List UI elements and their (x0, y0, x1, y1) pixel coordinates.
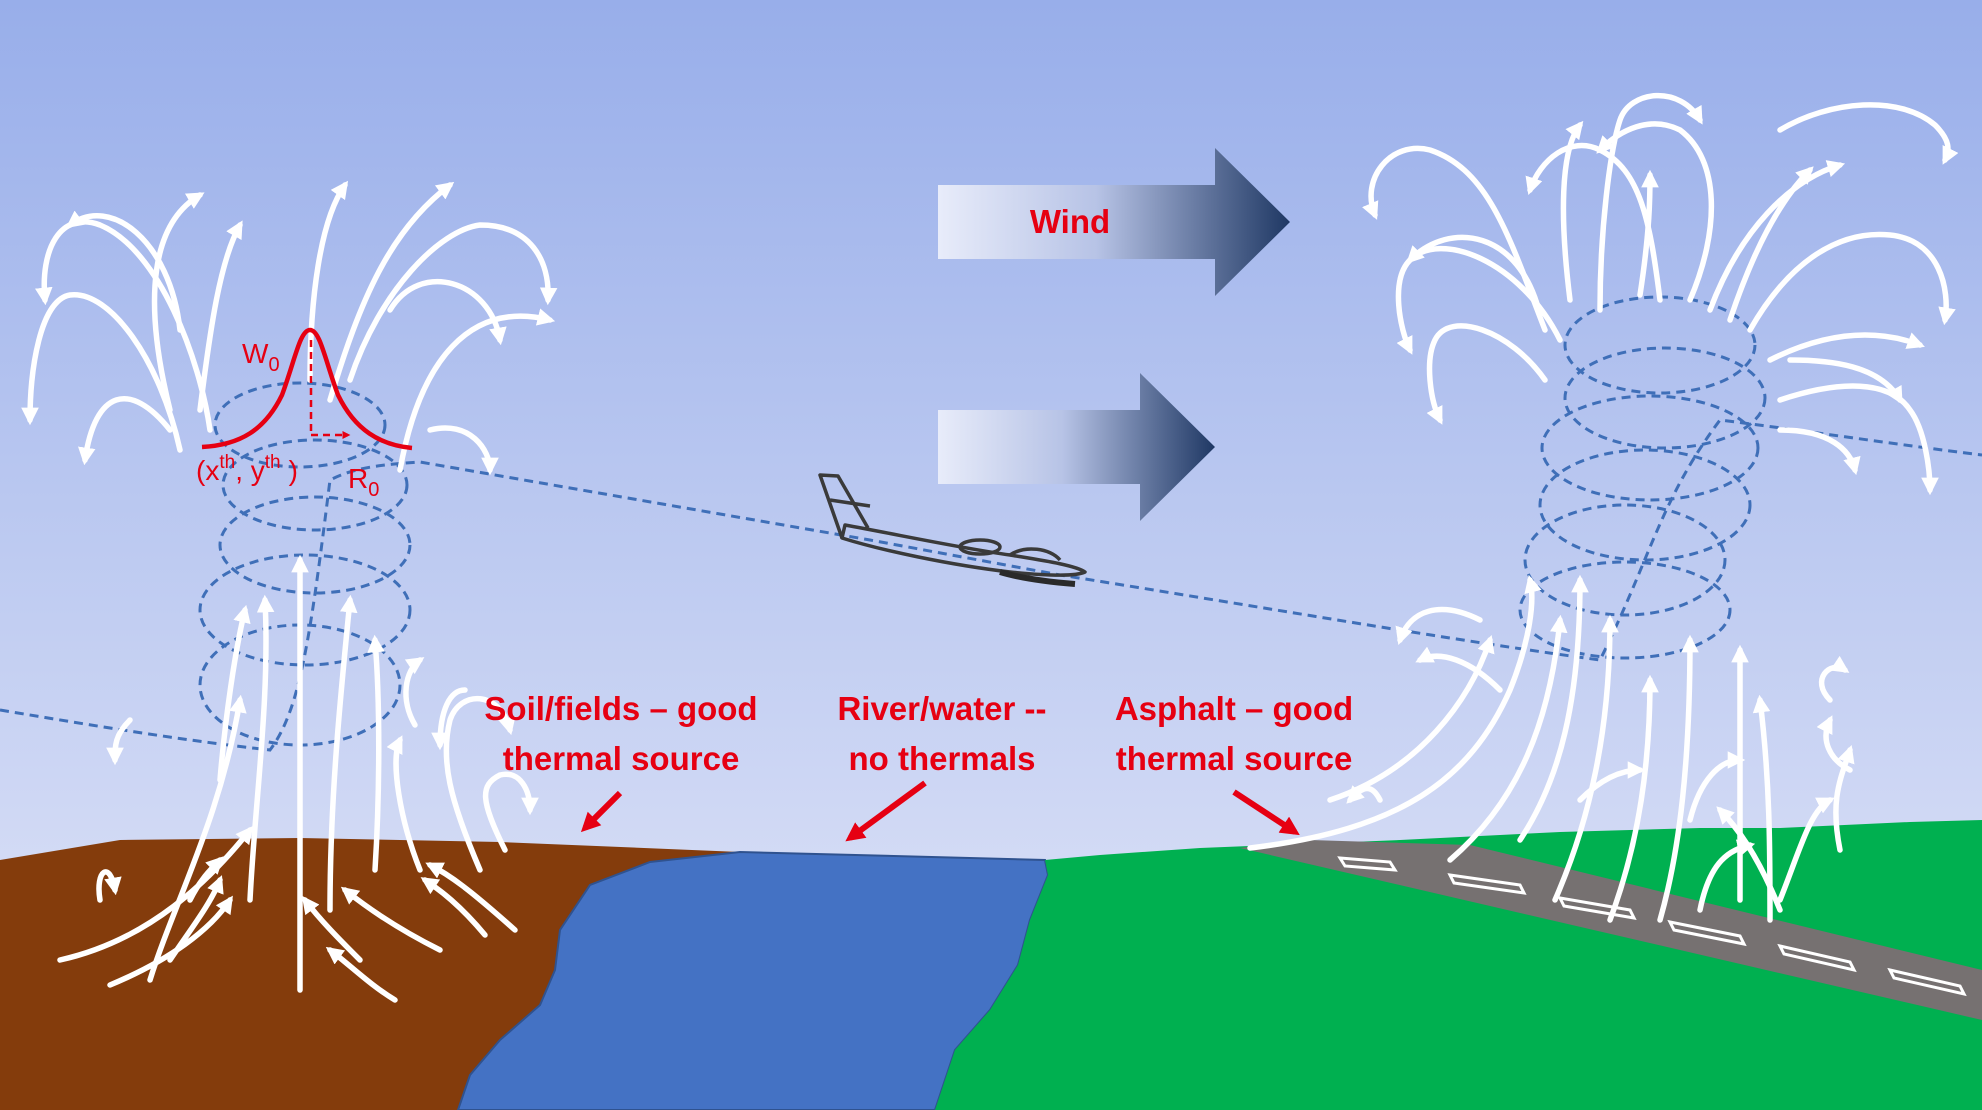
curved-arrow-icon (1767, 332, 1925, 363)
asphalt-pointer-arrow (1232, 789, 1300, 836)
curved-arrow-icon (1346, 785, 1383, 804)
block-arrow-right-icon (938, 373, 1215, 521)
curved-arrow-icon (1517, 574, 1589, 843)
thermal-center-label: (xth, yth) (196, 452, 298, 486)
asphalt-label-line1: Asphalt – good (1115, 690, 1353, 727)
curved-arrow-icon (1596, 121, 1715, 303)
curved-arrow-icon (21, 292, 183, 453)
curved-arrow-icon (197, 220, 243, 413)
curved-arrow-icon (1577, 761, 1646, 803)
curved-arrow-icon (167, 875, 224, 963)
left-thermal-flow (21, 180, 558, 1003)
curved-arrow-icon (1657, 634, 1699, 923)
wind-arrows: Wind (938, 148, 1290, 521)
curved-arrow-icon (247, 594, 275, 903)
curved-arrow-icon (443, 695, 516, 873)
river-label-line2: no thermals (848, 740, 1035, 777)
curved-arrow-icon (1816, 715, 1853, 773)
curved-arrow-icon (1597, 92, 1703, 313)
curved-arrow-icon (1777, 427, 1861, 476)
curved-arrow-icon (1787, 357, 1903, 405)
curved-arrow-icon (1395, 606, 1483, 646)
curved-arrow-icon (1560, 120, 1584, 303)
curved-arrow-icon (427, 425, 499, 476)
curved-arrow-icon (1752, 694, 1773, 923)
glider-fuselage (840, 523, 1087, 577)
curved-arrow-icon (1727, 166, 1814, 323)
curved-arrow-icon (386, 735, 423, 873)
curved-arrow-icon (151, 192, 205, 413)
curved-arrow-icon (1833, 744, 1855, 853)
soil-field (0, 838, 740, 1110)
asphalt-label-line2: thermal source (1116, 740, 1353, 777)
flight-path (0, 418, 1982, 752)
curved-arrow-icon (187, 856, 224, 903)
glider-cockpit (1009, 547, 1062, 562)
gaussian-profile: W0 R0 (xth, yth) (196, 327, 413, 501)
curved-arrow-icon (403, 657, 425, 728)
curved-arrow-icon (325, 946, 398, 1003)
curved-arrow-icon (35, 219, 213, 433)
glider-icon (818, 473, 1087, 587)
curved-arrow-icon (217, 604, 251, 783)
w0-label: W0 (242, 338, 280, 376)
curved-arrow-icon (1687, 751, 1746, 823)
river-pointer-arrow (845, 780, 927, 842)
curved-arrow-icon (106, 717, 133, 766)
curved-arrow-icon (367, 634, 385, 873)
runway-markings (1337, 856, 1967, 997)
curved-arrow-icon (1697, 839, 1756, 913)
curved-arrow-icon (397, 308, 556, 473)
curved-arrow-icon (431, 687, 468, 751)
gaussian-curve (201, 327, 413, 451)
block-arrow-right-icon (938, 148, 1290, 296)
glider-wing (999, 569, 1076, 587)
curved-arrow-icon (327, 181, 455, 403)
curved-arrow-icon (420, 877, 488, 938)
curved-arrow-icon (96, 869, 122, 903)
curved-arrow-icon (1777, 102, 1959, 165)
curved-arrow-icon (78, 396, 173, 466)
glider-wing-root (958, 538, 1002, 556)
curved-arrow-icon (1415, 646, 1503, 693)
curved-arrow-icon (65, 210, 183, 333)
curved-arrow-icon (57, 825, 254, 963)
curved-arrow-icon (340, 886, 443, 953)
river-label-line1: River/water -- (837, 690, 1046, 727)
curved-arrow-icon (347, 222, 558, 383)
curved-arrow-icon (1707, 160, 1846, 313)
curved-arrow-icon (1607, 674, 1659, 923)
curved-arrow-icon (327, 594, 358, 913)
curved-arrow-icon (1447, 614, 1568, 863)
curved-arrow-icon (482, 771, 539, 853)
curved-arrow-icon (1818, 655, 1850, 703)
curved-arrow-icon (1362, 145, 1548, 333)
curved-arrow-icon (307, 180, 349, 383)
right-thermal-flow (1247, 92, 1959, 923)
runway (1240, 840, 1982, 1020)
curved-arrow-icon (147, 694, 247, 983)
curved-arrow-icon (301, 895, 363, 963)
curved-arrow-icon (1406, 234, 1543, 318)
ground-labels: Soil/fields – good thermal source River/… (484, 690, 1353, 842)
curved-arrow-icon (1247, 574, 1542, 851)
curved-arrow-icon (425, 862, 518, 933)
soil-label-line1: Soil/fields – good (484, 690, 757, 727)
curved-arrow-icon (107, 895, 233, 988)
soil-label-line2: thermal source (503, 740, 740, 777)
curved-arrow-icon (1747, 231, 1956, 333)
grass-field (935, 820, 1982, 1110)
glider-tailplane (829, 498, 871, 508)
curved-arrow-icon (1777, 797, 1835, 903)
curved-arrow-icon (1426, 323, 1548, 425)
curved-arrow-icon (1552, 614, 1619, 903)
soil-pointer-arrow (580, 790, 623, 833)
r0-label: R0 (348, 463, 379, 501)
wind-label: Wind (1030, 203, 1110, 240)
curved-arrow-icon (1777, 383, 1939, 496)
